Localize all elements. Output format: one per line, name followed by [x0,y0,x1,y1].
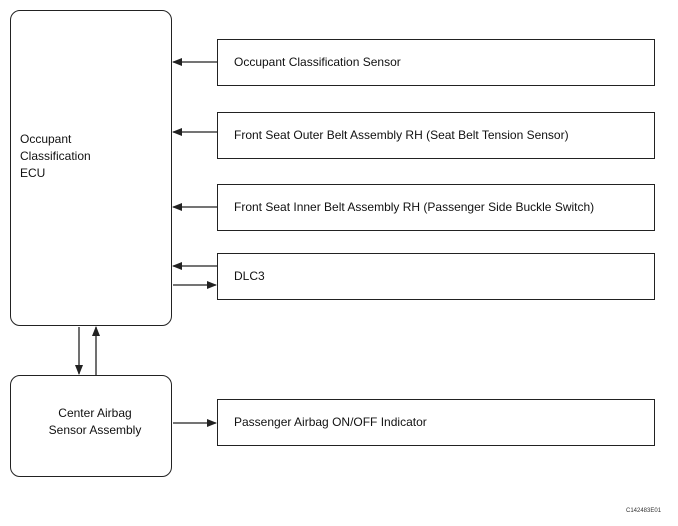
inner-belt-assembly-box: Front Seat Inner Belt Assembly RH (Passe… [217,184,655,231]
outer-belt-assembly-box: Front Seat Outer Belt Assembly RH (Seat … [217,112,655,159]
airbag-sensor-label: Center Airbag Sensor Assembly [48,406,142,437]
component-label: Front Seat Outer Belt Assembly RH (Seat … [234,128,569,142]
component-label: Occupant Classification Sensor [234,55,401,69]
component-label: Passenger Airbag ON/OFF Indicator [234,415,427,429]
component-label: DLC3 [234,269,265,283]
occupant-classification-ecu-box [10,10,172,326]
center-airbag-sensor-box [10,375,172,477]
ecu-label: Occupant Classification ECU [20,132,91,180]
figure-code: C142483E01 [626,508,662,514]
component-label: Front Seat Inner Belt Assembly RH (Passe… [234,200,595,214]
occupant-classification-sensor-box: Occupant Classification Sensor [217,39,655,86]
passenger-airbag-indicator-box: Passenger Airbag ON/OFF Indicator [217,399,655,446]
dlc3-box: DLC3 [217,253,655,300]
